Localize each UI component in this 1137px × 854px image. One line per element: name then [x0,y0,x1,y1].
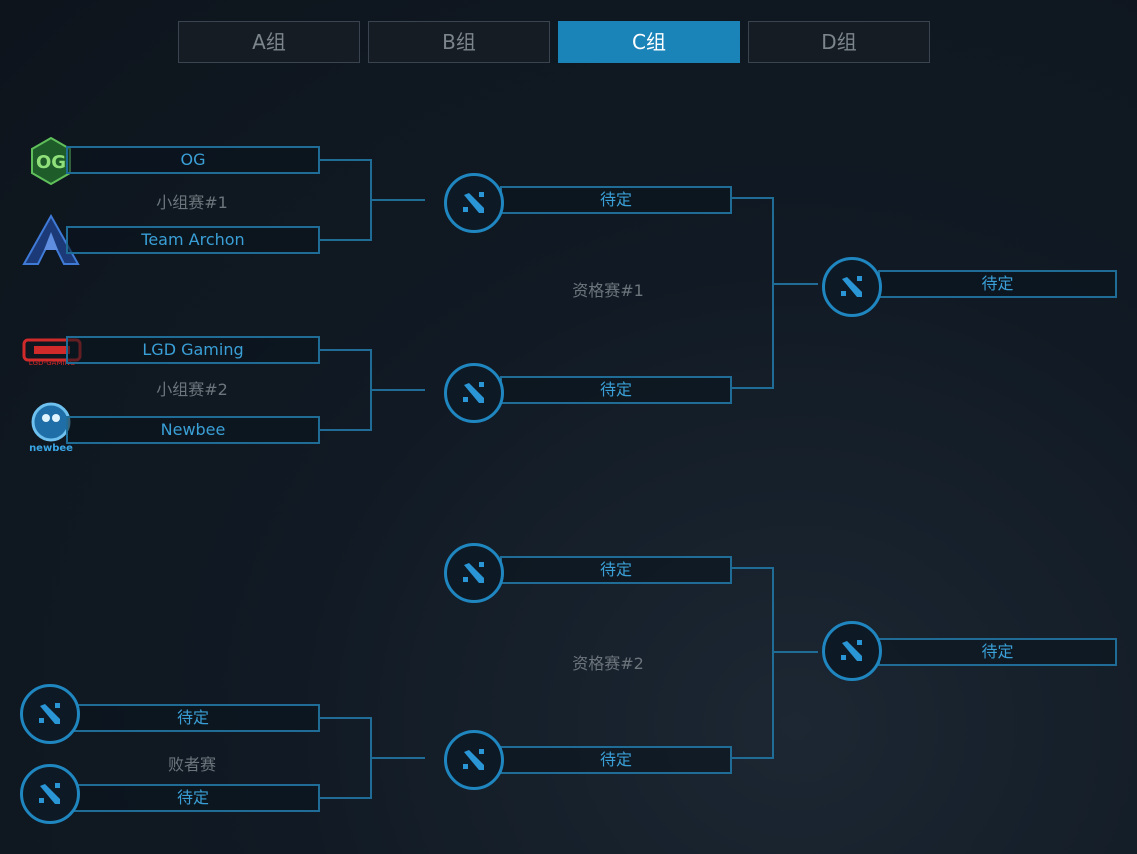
connector-line [370,389,425,391]
connector-line [772,567,774,759]
match-label-group2: 小组赛#2 [156,380,228,399]
team-name: Team Archon [141,230,245,249]
qual2-slot-1[interactable]: 待定 [500,556,732,584]
dota-placeholder-icon [444,543,504,603]
tab-group-d[interactable]: D组 [748,21,930,63]
connector-line [318,349,372,351]
dota-placeholder-icon [822,621,882,681]
svg-text:OG: OG [36,152,66,173]
match-label-group1: 小组赛#1 [156,193,228,212]
connector-line [318,159,372,161]
lgd-logo-text: LGD-GAMING [28,359,76,367]
team-name: OG [180,150,206,169]
connector-line [772,197,774,389]
slot-text: 待定 [981,642,1014,661]
tab-group-c[interactable]: C组 [558,21,740,63]
tab-group-b[interactable]: B组 [368,21,550,63]
team-slot-og[interactable]: OG [66,146,320,174]
dota-placeholder-icon [444,173,504,233]
connector-line [318,717,372,719]
connector-line [318,797,372,799]
connector-line [730,567,774,569]
team-name: LGD Gaming [142,340,244,359]
slot-text: 待定 [599,560,632,579]
connector-line [772,283,818,285]
match-label-qual1: 资格赛#1 [572,281,644,300]
dota-placeholder-icon [20,764,80,824]
slot-text: 待定 [599,190,632,209]
qual1-slot-1[interactable]: 待定 [500,186,732,214]
tab-group-a[interactable]: A组 [178,21,360,63]
archon-logo-icon [20,214,82,266]
connector-line [730,387,774,389]
qual2-slot-2[interactable]: 待定 [500,746,732,774]
team-slot-team-archon[interactable]: Team Archon [66,226,320,254]
dota-placeholder-icon [444,730,504,790]
slot-text: 待定 [981,274,1014,293]
team-slot-newbee[interactable]: Newbee [66,416,320,444]
losers-slot-2[interactable]: 待定 [66,784,320,812]
slot-text: 待定 [599,750,632,769]
qual1-winner-slot[interactable]: 待定 [878,270,1117,298]
team-slot-lgd-gaming[interactable]: LGD Gaming [66,336,320,364]
dota-placeholder-icon [444,363,504,423]
connector-line [370,757,425,759]
connector-line [730,197,774,199]
connector-line [318,429,372,431]
team-name: 待定 [176,788,209,807]
connector-line [772,651,818,653]
losers-slot-1[interactable]: 待定 [66,704,320,732]
team-name: Newbee [160,420,226,439]
newbee-logo-icon: newbee [28,400,74,454]
qual2-winner-slot[interactable]: 待定 [878,638,1117,666]
slot-text: 待定 [599,380,632,399]
dota-placeholder-icon [822,257,882,317]
connector-line [730,757,774,759]
qual1-slot-2[interactable]: 待定 [500,376,732,404]
newbee-logo-text: newbee [29,443,73,454]
match-label-qual2: 资格赛#2 [572,654,644,673]
match-label-losers: 败者赛 [167,755,216,774]
connector-line [370,199,425,201]
team-name: 待定 [176,708,209,727]
dota-placeholder-icon [20,684,80,744]
connector-line [318,239,372,241]
og-logo-icon: OG [30,137,72,185]
